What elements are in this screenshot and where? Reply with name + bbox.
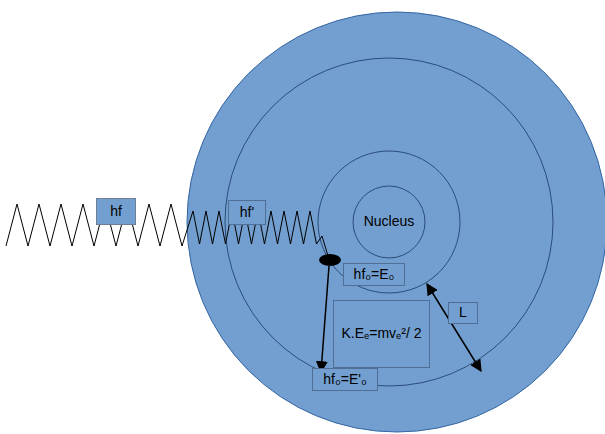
node-text: hf <box>110 204 122 219</box>
photon-wave <box>6 204 328 256</box>
electron-jump-arrow <box>321 266 329 372</box>
wave-line <box>6 204 328 256</box>
photon-label-box: hf <box>96 198 136 225</box>
node-text: hf₀=E₀ <box>354 267 395 282</box>
node-text: hf' <box>240 205 254 220</box>
node-text: hf₀=E'₀ <box>323 372 366 387</box>
outer-orbit <box>225 58 553 386</box>
energy-label-box: hf₀=E₀ <box>343 263 405 286</box>
nucleus-shape <box>353 186 425 258</box>
nucleus-circle: Nucleus <box>352 185 426 259</box>
atom-body <box>187 12 605 432</box>
energy-label-box: hf₀=E'₀ <box>312 368 378 391</box>
kinetic-energy-box: K.Eₑ=mvₑ²/ 2 <box>333 300 430 368</box>
distance-arrow <box>427 284 481 371</box>
node-text: Nucleus <box>364 214 415 229</box>
distance-label-box: L <box>448 302 478 324</box>
electron <box>319 254 341 266</box>
inner-orbit <box>318 151 460 293</box>
node-text: K.Eₑ=mvₑ²/ 2 <box>341 326 421 341</box>
photon-label-box: hf' <box>228 200 266 225</box>
node-text: L <box>459 305 467 320</box>
